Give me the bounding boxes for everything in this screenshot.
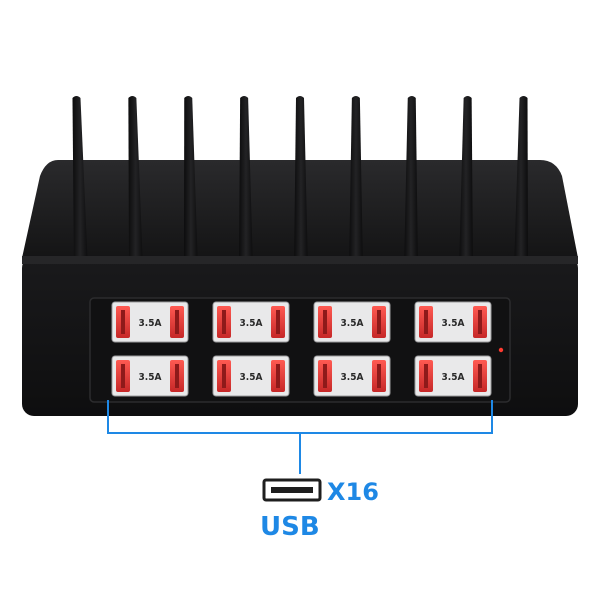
usb-slot-tongue: [222, 364, 226, 388]
usb-slot-tongue: [377, 310, 381, 334]
port-panel: [89, 297, 511, 403]
usb-port-pair: 3.5A: [212, 301, 290, 343]
divider-fin: [514, 96, 528, 270]
power-led-icon: [498, 347, 504, 353]
port-current-label: 3.5A: [341, 318, 364, 329]
divider-fin: [349, 96, 363, 270]
usb-slot-tongue: [478, 310, 482, 334]
port-current-label: 3.5A: [442, 318, 465, 329]
usb-port-pair: 3.5A: [111, 301, 189, 343]
usb-slot-tongue: [175, 364, 179, 388]
port-frame: [313, 301, 391, 343]
usb-port-pair: 3.5A: [313, 355, 391, 397]
port-frame: [313, 355, 391, 397]
divider-fin: [128, 96, 143, 270]
station-front-edge: [22, 256, 578, 264]
usb-slot-tongue: [175, 310, 179, 334]
usb-port-icon: [262, 478, 322, 502]
port-current-label: 3.5A: [240, 318, 263, 329]
usb-port-pair: 3.5A: [111, 355, 189, 397]
usb-slot-tongue: [323, 364, 327, 388]
usb-slot-tongue: [276, 310, 280, 334]
port-frame: [111, 301, 189, 343]
divider-fin: [404, 96, 418, 270]
usb-slot-tongue: [424, 310, 428, 334]
usb-slot-tongue: [424, 364, 428, 388]
usb-slot-tongue: [121, 364, 125, 388]
port-frame: [212, 355, 290, 397]
port-current-label: 3.5A: [341, 372, 364, 383]
usb-slot-tongue: [323, 310, 327, 334]
usb-port-pair: 3.5A: [414, 301, 492, 343]
usb-port-pair: 3.5A: [414, 355, 492, 397]
port-frame: [111, 355, 189, 397]
divider-fin: [294, 96, 308, 270]
divider-fin: [459, 96, 473, 270]
callout-bracket: [107, 400, 493, 474]
usb-port-grid: 3.5A 3.5A 3.5A 3.5A 3.5A 3.5A 3.5A 3.5A: [111, 301, 492, 397]
multiplier-label: X16: [327, 478, 379, 506]
usb-port-pair: 3.5A: [313, 301, 391, 343]
port-current-label: 3.5A: [442, 372, 465, 383]
usb-slot-tongue: [377, 364, 381, 388]
usb-slot-tongue: [276, 364, 280, 388]
port-frame: [212, 301, 290, 343]
divider-fin: [239, 96, 253, 270]
usb-slot-tongue: [121, 310, 125, 334]
usb-slot-tongue: [222, 310, 226, 334]
port-frame: [414, 301, 492, 343]
port-current-label: 3.5A: [139, 318, 162, 329]
port-frame: [414, 355, 492, 397]
divider-fins: [72, 96, 528, 270]
usb-type-label: USB: [260, 512, 320, 542]
usb-slot-tongue: [478, 364, 482, 388]
usb-port-pair: 3.5A: [212, 355, 290, 397]
port-current-label: 3.5A: [240, 372, 263, 383]
divider-fin: [184, 96, 198, 270]
port-current-label: 3.5A: [139, 372, 162, 383]
divider-fin: [72, 96, 88, 270]
